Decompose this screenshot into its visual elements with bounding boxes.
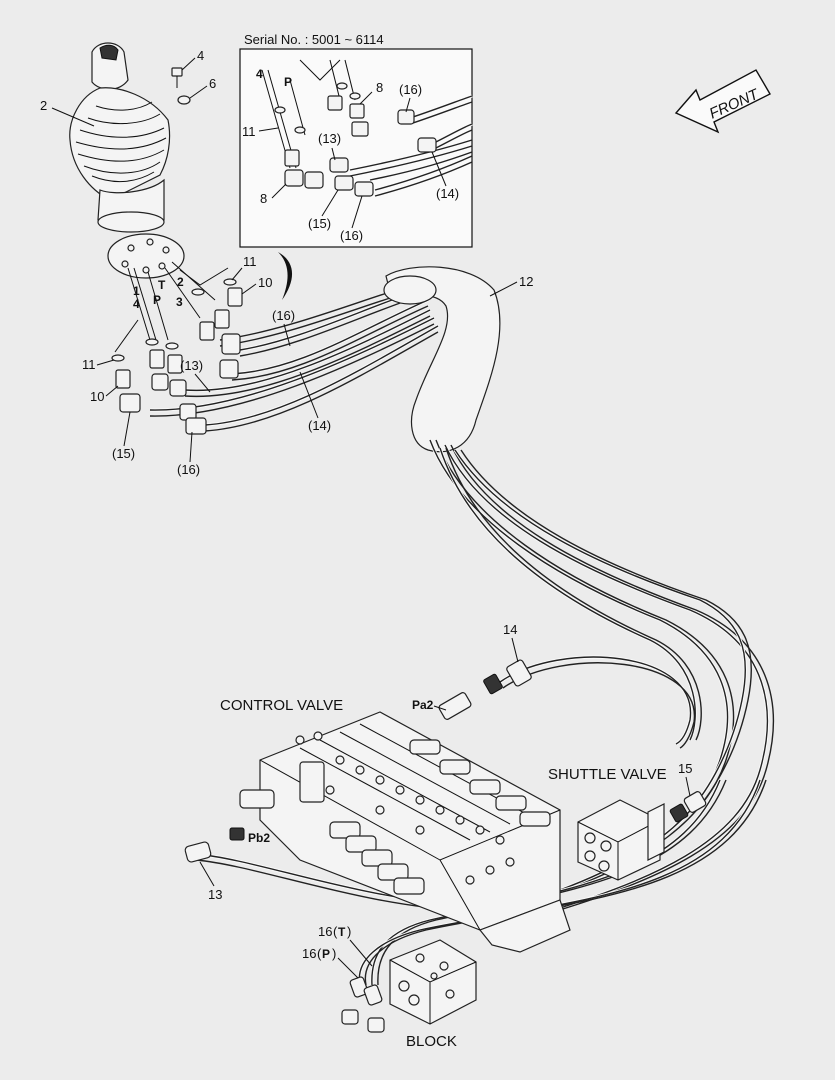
leader-15a <box>123 411 131 447</box>
callout-16P-port: P <box>322 947 330 961</box>
inset-callout-16a: (16) <box>399 82 422 97</box>
leader-15b <box>685 776 691 797</box>
inset-leader-13 <box>331 147 336 161</box>
pb2-port-fitting <box>184 827 245 863</box>
leader-16P <box>337 957 359 979</box>
inset-leader-15 <box>321 189 339 217</box>
leader-11b <box>96 359 115 366</box>
inset-leader-8b <box>271 183 287 199</box>
shuttle-valve <box>577 791 707 881</box>
callout-16b: (16) <box>177 462 200 477</box>
callout-13a: (13) <box>180 358 203 373</box>
port-2: 2 <box>177 275 184 289</box>
leader-2 <box>51 107 95 127</box>
leader-12 <box>489 281 518 297</box>
callout-16P-close: ) <box>332 946 336 961</box>
sleeve-mouth <box>383 275 437 305</box>
leader-6 <box>189 85 208 99</box>
inset-hoses <box>349 94 473 197</box>
inset-leader-14 <box>431 151 447 187</box>
leader-16a <box>283 323 291 347</box>
callout-4: 4 <box>197 48 204 63</box>
inset-pointer-arrow <box>278 252 293 300</box>
inset-callout-8a: 8 <box>376 80 383 95</box>
callout-14b: 14 <box>503 622 517 637</box>
control-valve <box>239 711 571 953</box>
leader-10a <box>241 283 257 295</box>
port-pb2: Pb2 <box>248 831 270 845</box>
label-block: BLOCK <box>406 1033 457 1050</box>
callout-16P-num: 16 <box>302 946 316 961</box>
label-control-valve: CONTROL VALVE <box>220 697 343 714</box>
leader-11a <box>231 267 243 281</box>
inset-fittings <box>261 59 437 197</box>
joystick-fittings <box>111 278 243 435</box>
inset-port-P: P <box>284 75 292 89</box>
port-1: 1 <box>133 284 140 298</box>
leader-16T <box>349 939 373 967</box>
port-T: T <box>158 278 166 292</box>
inset-detail-box: Serial No. : 5001 ~ 6114 4 P 8 (16) 11 (… <box>239 32 473 248</box>
leader-13b <box>199 861 215 887</box>
callout-15b: 15 <box>678 761 692 776</box>
front-direction-arrow: FRONT <box>674 69 771 134</box>
callout-16T-close: ) <box>347 924 351 939</box>
leader-pa2 <box>433 705 447 711</box>
leader-16b <box>189 431 193 463</box>
joystick-lever <box>69 42 191 279</box>
label-shuttle-valve: SHUTTLE VALVE <box>548 766 667 783</box>
callout-16T-port: T <box>338 925 346 939</box>
leader-13a <box>194 373 211 393</box>
callout-10a: 10 <box>258 275 272 290</box>
callout-13b: 13 <box>208 887 222 902</box>
inset-callout-15: (15) <box>308 216 331 231</box>
leader-10b <box>105 385 119 397</box>
long-hose-run <box>195 439 774 986</box>
port-3: 3 <box>176 295 183 309</box>
port-4: 4 <box>133 297 140 311</box>
port-pa2: Pa2 <box>412 698 434 712</box>
inset-leader-16b <box>351 195 363 229</box>
inset-serial-label: Serial No. : 5001 ~ 6114 <box>244 32 384 47</box>
inset-callout-14: (14) <box>436 186 459 201</box>
pa2-port-fitting <box>438 659 532 720</box>
callout-16T-open: ( <box>333 924 338 939</box>
leader-4 <box>181 57 196 71</box>
callout-10b: 10 <box>90 389 104 404</box>
inset-leader-16a <box>405 97 411 113</box>
inset-port-4: 4 <box>256 67 263 81</box>
callout-12: 12 <box>519 274 533 289</box>
callout-16P-open: ( <box>317 946 322 961</box>
callout-2: 2 <box>40 98 47 113</box>
callout-11b: 11 <box>82 357 96 372</box>
block <box>341 939 477 1033</box>
callout-15a: (15) <box>112 446 135 461</box>
leader-14b <box>511 637 519 663</box>
joystick-port-pins <box>114 261 229 353</box>
inset-callout-8b: 8 <box>260 191 267 206</box>
port-P: P <box>153 293 161 307</box>
callout-16T-num: 16 <box>318 924 332 939</box>
leader-14a <box>299 371 319 419</box>
callout-6: 6 <box>209 76 216 91</box>
inset-callout-11: 11 <box>242 124 256 139</box>
inset-callout-13: (13) <box>318 131 341 146</box>
inset-leader-8a <box>359 91 373 105</box>
inset-leader-11 <box>258 127 279 132</box>
callout-11a: 11 <box>243 254 257 269</box>
inset-callout-16b: (16) <box>340 228 363 243</box>
callout-14a: (14) <box>308 418 331 433</box>
callout-16a: (16) <box>272 308 295 323</box>
